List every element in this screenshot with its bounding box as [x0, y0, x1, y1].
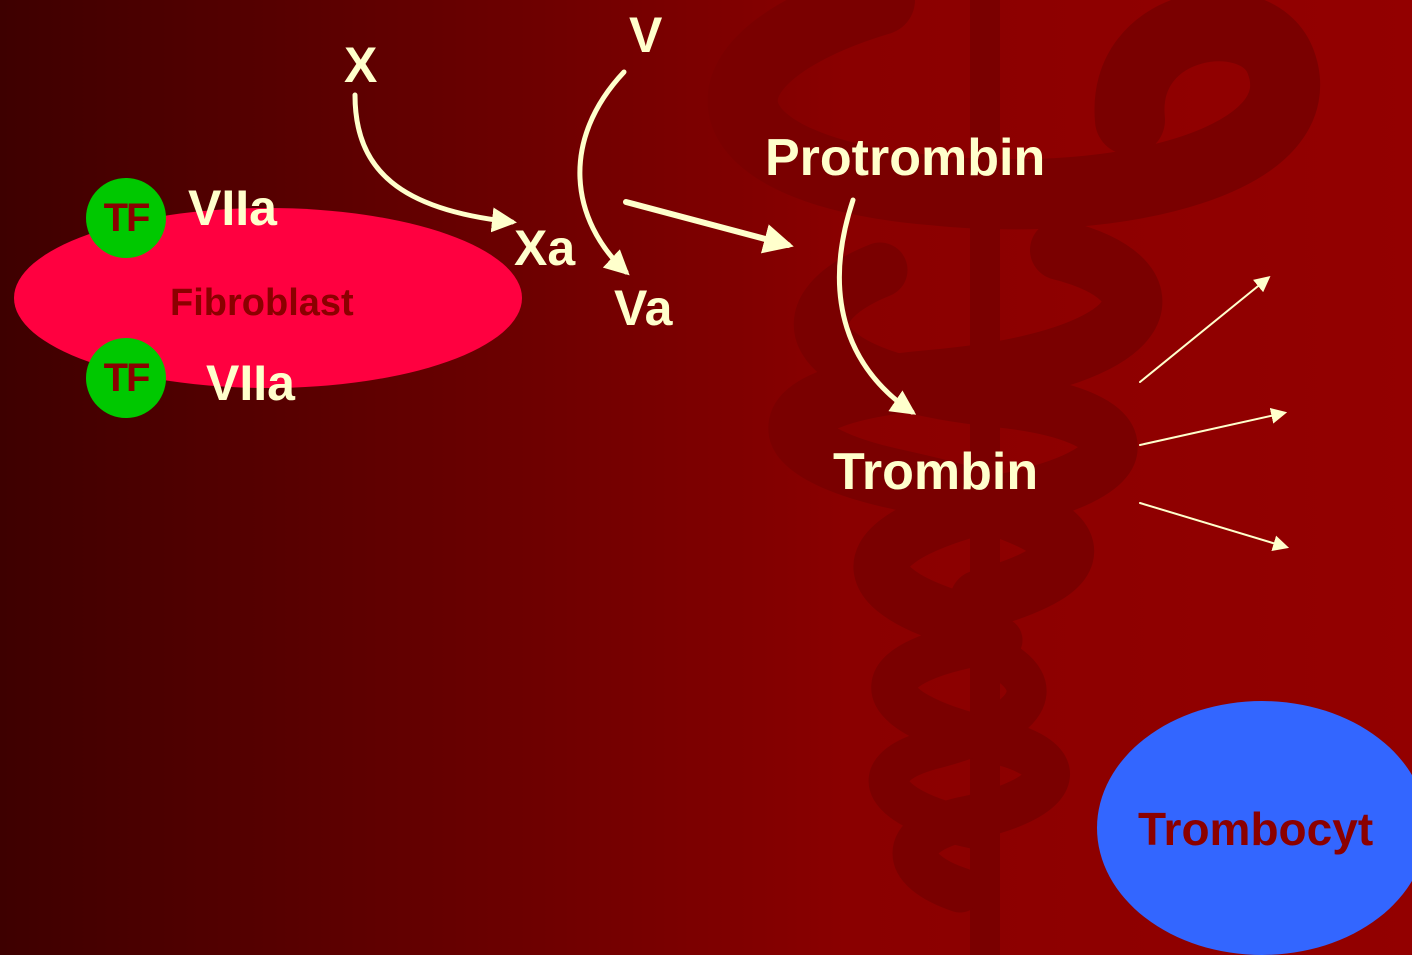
trombocyt-cell	[1097, 701, 1412, 955]
tf-top-marker: TF	[86, 178, 166, 258]
tf-bottom-marker: TF	[86, 338, 166, 418]
arrow-xava-to-protrombin	[623, 199, 794, 254]
arrow-protrombin-to-trombin	[836, 197, 917, 415]
factor-v-label: V	[629, 7, 663, 63]
factor-va-label: Va	[614, 280, 673, 336]
trombocyt-label: Trombocyt	[1138, 803, 1374, 855]
viia-top-label: VIIa	[188, 180, 277, 236]
trombin-label: Trombin	[833, 443, 1039, 501]
protrombin-label: Protrombin	[765, 129, 1046, 187]
factor-xa-label: Xa	[514, 220, 576, 276]
arrow-trombin-out-2	[1139, 407, 1288, 446]
tf-top-label: TF	[103, 195, 151, 240]
viia-bottom-label: VIIa	[206, 355, 295, 411]
arrow-x-to-xa	[352, 92, 517, 233]
factor-x-label: X	[344, 37, 378, 93]
fibroblast-label: Fibroblast	[170, 282, 354, 324]
tf-bottom-label: TF	[103, 355, 151, 400]
arrow-v-to-va	[577, 69, 630, 276]
arrow-trombin-out-1	[1139, 275, 1271, 383]
arrow-trombin-out-3	[1139, 502, 1290, 551]
